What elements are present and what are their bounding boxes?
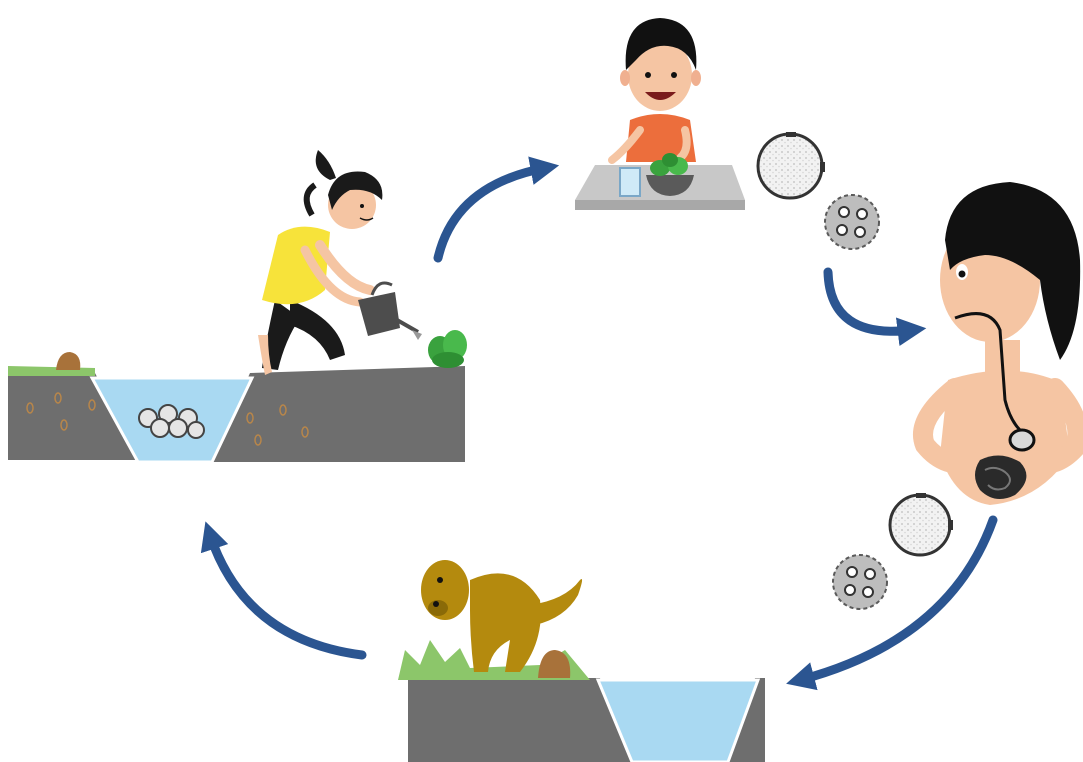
cyst-pair-bottom [833, 493, 953, 609]
multinucleate-cyst-icon [825, 195, 879, 249]
mature-cyst-icon [758, 132, 825, 198]
arrow-garden-to-meal [438, 168, 545, 258]
mature-cyst-icon [890, 493, 953, 555]
cyst-pair-top [758, 132, 879, 249]
grass-strip [8, 366, 95, 376]
meal-scene [575, 18, 745, 210]
arrow-meal-to-human [828, 272, 912, 331]
glass-of-water-icon [620, 168, 640, 196]
human-host-icon [923, 182, 1080, 505]
dog-scene [398, 560, 765, 762]
boy-eating-icon [612, 18, 701, 162]
woman-watering-icon [258, 150, 382, 375]
multinucleate-cyst-icon [833, 555, 887, 609]
lettuce-plant-icon [428, 330, 467, 368]
garden-scene [8, 150, 467, 462]
poop-icon [56, 352, 80, 370]
arrow-dog-to-garden [210, 535, 362, 655]
